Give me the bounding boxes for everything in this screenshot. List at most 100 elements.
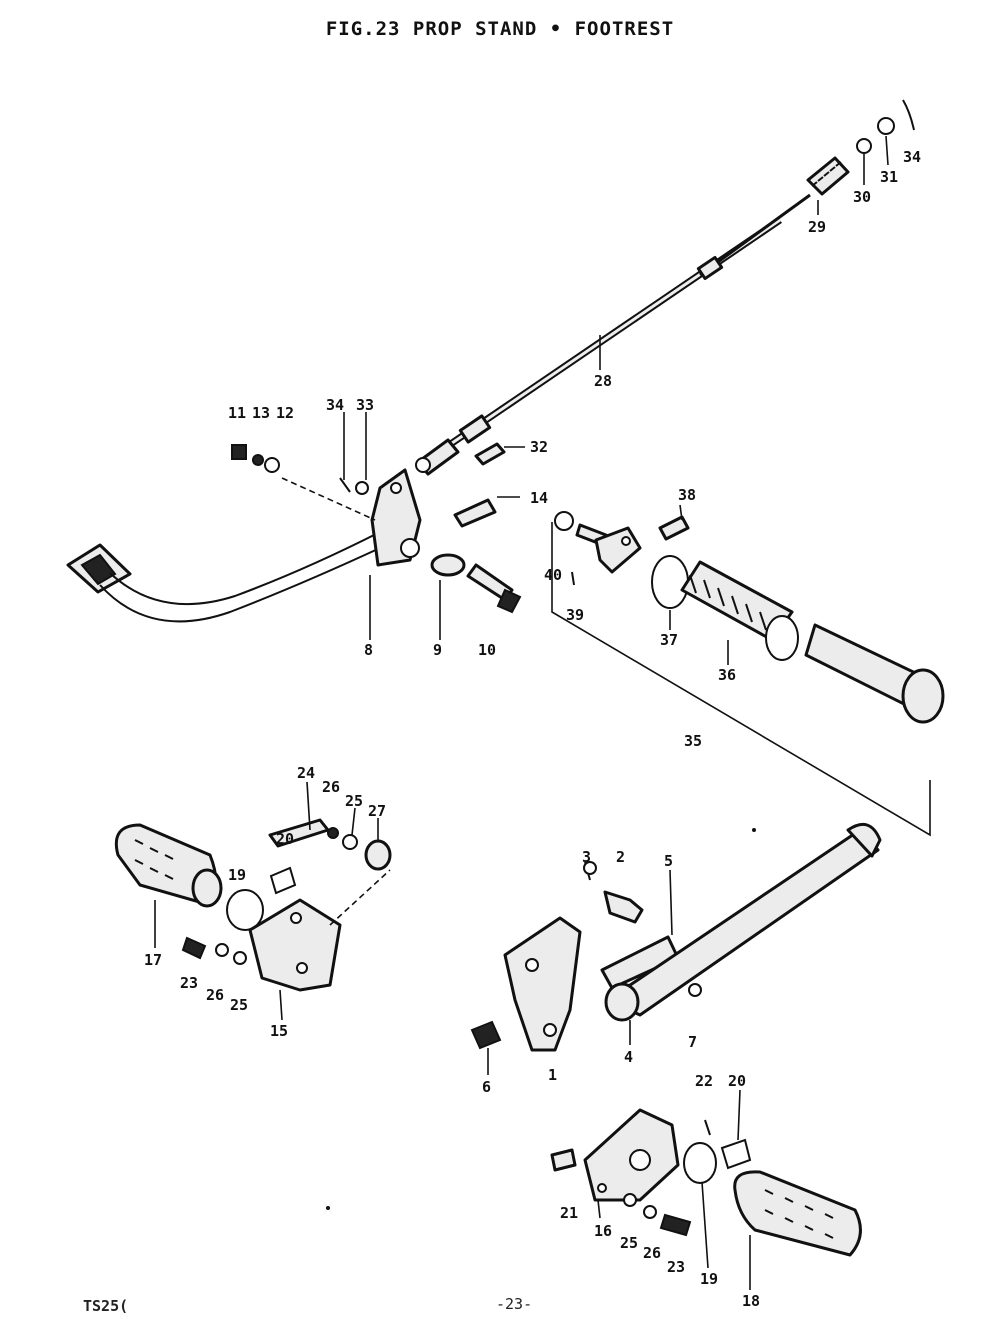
callout-23-right: 23 bbox=[667, 1258, 685, 1276]
callout-14: 14 bbox=[530, 489, 548, 507]
callout-34-top: 34 bbox=[903, 148, 921, 166]
callout-1: 1 bbox=[548, 1066, 557, 1084]
callout-31: 31 bbox=[880, 168, 898, 186]
callout-12: 12 bbox=[276, 404, 294, 422]
callout-32: 32 bbox=[530, 438, 548, 456]
callout-38: 38 bbox=[678, 486, 696, 504]
washer-26 bbox=[327, 827, 339, 839]
pin-22 bbox=[704, 1119, 711, 1136]
bolt-10 bbox=[466, 563, 514, 602]
callout-27: 27 bbox=[368, 802, 386, 820]
rubber-grip-36 bbox=[680, 560, 794, 642]
footrest-rubber-18 bbox=[733, 1170, 862, 1257]
right-footrest-assembly bbox=[550, 1108, 862, 1257]
callout-29: 29 bbox=[808, 218, 826, 236]
washer-13 bbox=[252, 454, 264, 466]
left-footrest-assembly bbox=[114, 818, 392, 992]
nut-27 bbox=[364, 839, 392, 871]
callout-25-upper: 25 bbox=[345, 792, 363, 810]
cable-assembly bbox=[415, 99, 915, 476]
callout-33: 33 bbox=[356, 396, 374, 414]
callout-10: 10 bbox=[478, 641, 496, 659]
callout-3: 3 bbox=[582, 848, 591, 866]
washer-20 bbox=[269, 866, 297, 895]
washer-25 bbox=[342, 834, 358, 850]
cotter-pin-34 bbox=[902, 99, 915, 131]
bolt-11 bbox=[231, 444, 247, 460]
page-number: -23- bbox=[496, 1295, 533, 1313]
callout-40: 40 bbox=[544, 566, 562, 584]
callout-7: 7 bbox=[688, 1033, 697, 1051]
washer-26-right bbox=[643, 1205, 657, 1219]
figure-title: FIG.23 PROP STAND • FOOTREST bbox=[325, 18, 675, 40]
washer-26-left bbox=[215, 943, 229, 957]
callout-34-mid: 34 bbox=[326, 396, 344, 414]
callout-30: 30 bbox=[853, 188, 871, 206]
bracket-1 bbox=[503, 916, 582, 1052]
collar-9 bbox=[430, 553, 466, 577]
washer-25-right bbox=[623, 1193, 637, 1207]
prop-stand-pedal bbox=[66, 444, 522, 623]
leader-lines bbox=[154, 135, 889, 1290]
footrest-bracket-15 bbox=[248, 898, 342, 992]
washer-37 bbox=[651, 555, 689, 609]
callout-9: 9 bbox=[433, 641, 442, 659]
bolt-38 bbox=[658, 515, 690, 541]
pin-39 bbox=[571, 571, 575, 586]
callout-19-left: 19 bbox=[228, 866, 246, 884]
callout-8: 8 bbox=[364, 641, 373, 659]
cable-end-32 bbox=[474, 442, 506, 466]
callout-36: 36 bbox=[718, 666, 736, 684]
nut-40 bbox=[554, 511, 574, 531]
washer-19 bbox=[226, 889, 264, 931]
callout-4: 4 bbox=[624, 1048, 633, 1066]
pin-34 bbox=[339, 477, 351, 493]
washer-20-right bbox=[720, 1138, 752, 1170]
spring-29 bbox=[806, 156, 850, 196]
callout-28: 28 bbox=[594, 372, 612, 390]
callout-23-left: 23 bbox=[180, 974, 198, 992]
washer-12 bbox=[264, 457, 280, 473]
callout-24: 24 bbox=[297, 764, 315, 782]
washer-25-left bbox=[233, 951, 247, 965]
washer-31 bbox=[877, 117, 895, 135]
prop-stand-assembly bbox=[470, 822, 882, 1052]
callout-22: 22 bbox=[695, 1072, 713, 1090]
bolt-23-right bbox=[659, 1213, 692, 1237]
callout-labels: 29 30 31 34 28 32 14 11 13 12 34 33 8 9 … bbox=[144, 148, 921, 1310]
callout-37: 37 bbox=[660, 631, 678, 649]
callout-25-left: 25 bbox=[230, 996, 248, 1014]
washer-19-right bbox=[683, 1142, 717, 1184]
callout-13: 13 bbox=[252, 404, 270, 422]
callout-21: 21 bbox=[560, 1204, 578, 1222]
nut-7 bbox=[688, 983, 702, 997]
callout-25-right: 25 bbox=[620, 1234, 638, 1252]
callout-26-right: 26 bbox=[643, 1244, 661, 1262]
bolt-23 bbox=[181, 936, 207, 960]
callout-6: 6 bbox=[482, 1078, 491, 1096]
bolt-6 bbox=[470, 1020, 502, 1050]
callout-35: 35 bbox=[684, 732, 702, 750]
model-code: TS25( bbox=[83, 1297, 129, 1315]
callout-15: 15 bbox=[270, 1022, 288, 1040]
callout-39: 39 bbox=[566, 606, 584, 624]
callout-18: 18 bbox=[742, 1292, 760, 1310]
callout-2: 2 bbox=[616, 848, 625, 866]
bolt-2 bbox=[603, 890, 644, 924]
callout-5: 5 bbox=[664, 852, 673, 870]
callout-19-right: 19 bbox=[700, 1270, 718, 1288]
washer-30 bbox=[856, 138, 872, 154]
callout-20-right: 20 bbox=[728, 1072, 746, 1090]
washer-33 bbox=[355, 481, 369, 495]
prop-stand-4 bbox=[606, 828, 880, 1017]
callout-17: 17 bbox=[144, 951, 162, 969]
pin-14 bbox=[453, 498, 497, 528]
callout-20-left: 20 bbox=[276, 830, 294, 848]
footrest-bar-assembly bbox=[551, 511, 945, 837]
callout-26-left: 26 bbox=[206, 986, 224, 1004]
pin-21 bbox=[550, 1148, 577, 1172]
callout-26-upper: 26 bbox=[322, 778, 340, 796]
callout-11: 11 bbox=[228, 404, 246, 422]
callout-16: 16 bbox=[594, 1222, 612, 1240]
